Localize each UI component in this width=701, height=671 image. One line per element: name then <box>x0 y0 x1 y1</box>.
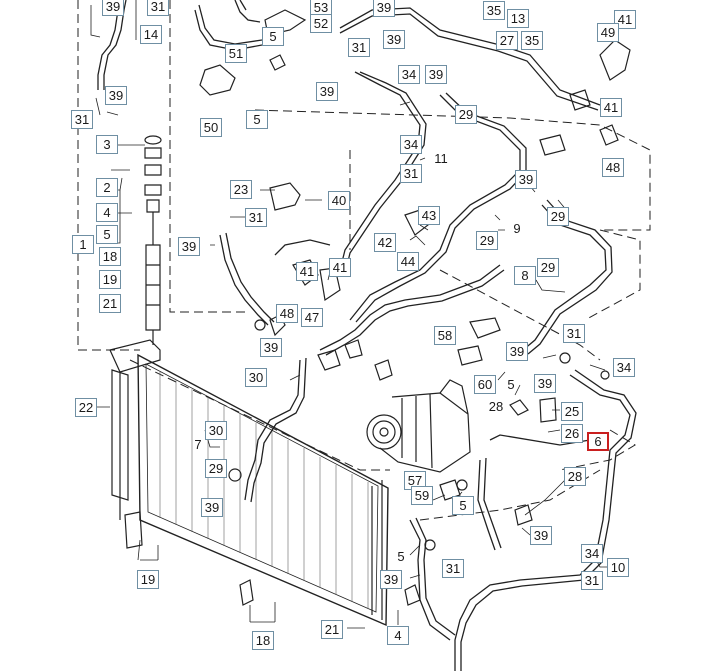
part-callout[interactable]: 39 <box>102 0 124 16</box>
part-callout[interactable]: 4 <box>96 203 118 222</box>
receiver-drier <box>144 135 162 345</box>
part-callout[interactable]: 35 <box>521 31 543 50</box>
part-callout[interactable]: 30 <box>245 368 267 387</box>
part-callout[interactable]: 41 <box>600 98 622 117</box>
refrigerant-lines <box>97 0 637 671</box>
part-callout[interactable]: 34 <box>613 358 635 377</box>
part-callout[interactable]: 18 <box>99 247 121 266</box>
part-callout[interactable]: 21 <box>99 294 121 313</box>
part-callout[interactable]: 27 <box>496 31 518 50</box>
part-callout[interactable]: 13 <box>507 9 529 28</box>
part-callout[interactable]: 44 <box>397 252 419 271</box>
part-callout[interactable]: 28 <box>564 467 586 486</box>
part-callout[interactable]: 34 <box>398 65 420 84</box>
part-callout[interactable]: 39 <box>380 570 402 589</box>
part-callout[interactable]: 53 <box>310 0 332 17</box>
part-callout[interactable]: 5 <box>262 27 284 46</box>
part-callout[interactable]: 31 <box>147 0 169 16</box>
part-callout[interactable]: 39 <box>534 374 556 393</box>
part-callout[interactable]: 30 <box>205 421 227 440</box>
part-callout[interactable]: 31 <box>348 38 370 57</box>
part-callout[interactable]: 29 <box>537 258 559 277</box>
brackets-and-fittings <box>124 9 631 606</box>
part-callout[interactable]: 39 <box>260 338 282 357</box>
part-callout[interactable]: 29 <box>547 207 569 226</box>
part-callout[interactable]: 19 <box>99 270 121 289</box>
part-callout[interactable]: 39 <box>178 237 200 256</box>
part-callout[interactable]: 31 <box>563 324 585 343</box>
part-callout[interactable]: 39 <box>316 82 338 101</box>
part-callout[interactable]: 49 <box>597 23 619 42</box>
part-callout[interactable]: 19 <box>137 570 159 589</box>
part-callout: 7 <box>194 437 202 452</box>
part-callout[interactable]: 18 <box>252 631 274 650</box>
part-callout: 9 <box>513 221 521 236</box>
part-callout[interactable]: 5 <box>452 496 474 515</box>
part-callout[interactable]: 34 <box>581 544 603 563</box>
part-callout[interactable]: 2 <box>96 178 118 197</box>
part-callout[interactable]: 31 <box>442 559 464 578</box>
part-callout[interactable]: 29 <box>455 105 477 124</box>
part-callout: 28 <box>488 399 504 414</box>
part-callout[interactable]: 39 <box>105 86 127 105</box>
part-callout[interactable]: 52 <box>310 14 332 33</box>
part-callout[interactable]: 31 <box>245 208 267 227</box>
part-callout[interactable]: 29 <box>205 459 227 478</box>
part-callout[interactable]: 40 <box>328 191 350 210</box>
part-callout[interactable]: 23 <box>230 180 252 199</box>
part-callout[interactable]: 47 <box>301 308 323 327</box>
part-callout[interactable]: 31 <box>71 110 93 129</box>
part-callout[interactable]: 25 <box>561 402 583 421</box>
part-callout[interactable]: 51 <box>225 44 247 63</box>
part-callout-highlighted[interactable]: 6 <box>587 432 609 451</box>
part-callout[interactable]: 39 <box>506 342 528 361</box>
part-callout: 11 <box>434 151 448 166</box>
part-callout[interactable]: 60 <box>474 375 496 394</box>
part-callout: 5 <box>507 377 515 392</box>
part-callout[interactable]: 48 <box>602 158 624 177</box>
part-callout[interactable]: 41 <box>329 258 351 277</box>
part-callout: 5 <box>397 549 405 564</box>
part-callout[interactable]: 5 <box>96 225 118 244</box>
part-callout[interactable]: 59 <box>411 486 433 505</box>
part-callout[interactable]: 4 <box>387 626 409 645</box>
part-callout[interactable]: 43 <box>418 206 440 225</box>
part-callout[interactable]: 3 <box>96 135 118 154</box>
part-callout[interactable]: 1 <box>72 235 94 254</box>
part-callout[interactable]: 39 <box>383 30 405 49</box>
part-callout[interactable]: 21 <box>321 620 343 639</box>
part-callout[interactable]: 14 <box>140 25 162 44</box>
part-callout[interactable]: 39 <box>515 170 537 189</box>
part-callout[interactable]: 41 <box>614 10 636 29</box>
part-callout[interactable]: 39 <box>373 0 395 17</box>
part-callout[interactable]: 10 <box>607 558 629 577</box>
part-callout[interactable]: 39 <box>425 65 447 84</box>
part-callout[interactable]: 57 <box>404 471 426 490</box>
part-callout[interactable]: 48 <box>276 304 298 323</box>
part-callout[interactable]: 5 <box>246 110 268 129</box>
part-callout[interactable]: 31 <box>581 571 603 590</box>
part-callout[interactable]: 35 <box>483 1 505 20</box>
part-callout[interactable]: 8 <box>514 266 536 285</box>
part-callout[interactable]: 29 <box>476 231 498 250</box>
part-callout[interactable]: 34 <box>400 135 422 154</box>
part-callout[interactable]: 39 <box>201 498 223 517</box>
part-callout[interactable]: 58 <box>434 326 456 345</box>
part-callout[interactable]: 41 <box>296 262 318 281</box>
part-callout[interactable]: 42 <box>374 233 396 252</box>
part-callout[interactable]: 31 <box>400 164 422 183</box>
part-callout[interactable]: 22 <box>75 398 97 417</box>
part-callout[interactable]: 50 <box>200 118 222 137</box>
part-callout[interactable]: 39 <box>530 526 552 545</box>
compressor <box>366 379 471 473</box>
part-callout[interactable]: 26 <box>561 424 583 443</box>
